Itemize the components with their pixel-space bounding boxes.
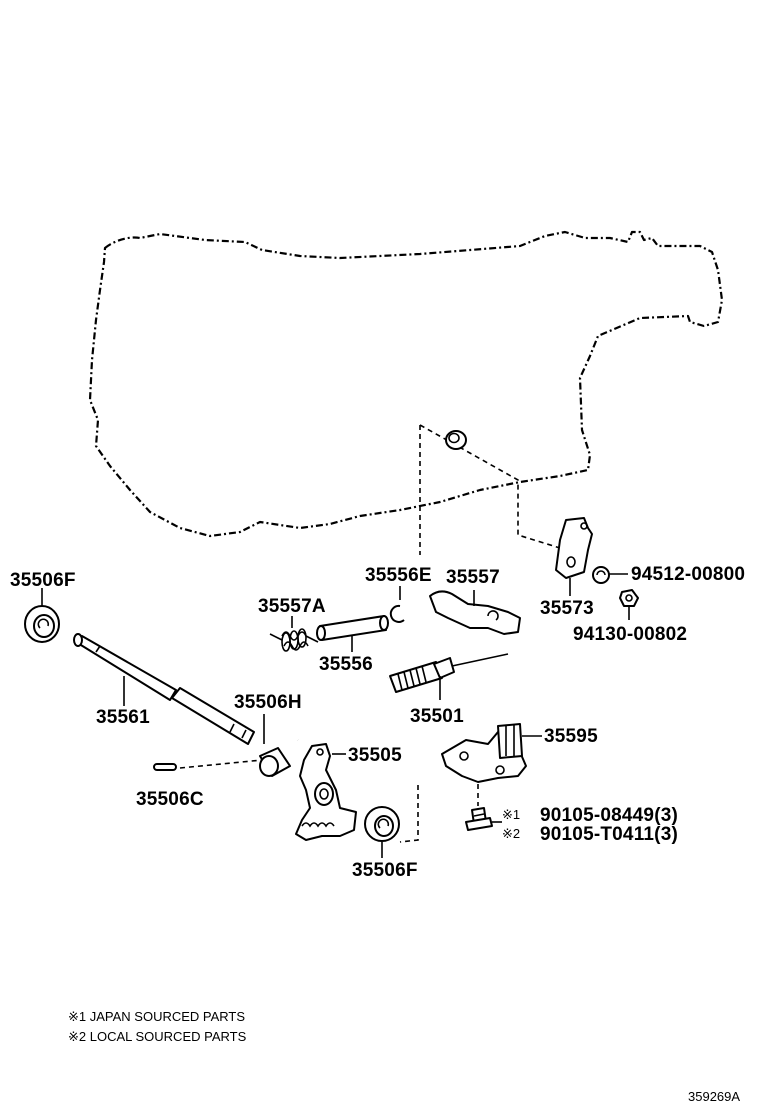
label-90105-1: 90105-08449(3) bbox=[540, 805, 678, 826]
label-35506H: 35506H bbox=[234, 692, 302, 713]
label-35595: 35595 bbox=[544, 726, 598, 747]
label-35557: 35557 bbox=[446, 567, 500, 588]
label-35557A: 35557A bbox=[258, 596, 326, 617]
label-94130: 94130-00802 bbox=[573, 624, 687, 645]
nut-94130 bbox=[619, 589, 639, 620]
transmission-housing-outline bbox=[88, 230, 724, 538]
label-90105-1-mark: ※1 bbox=[502, 807, 520, 822]
label-35505: 35505 bbox=[348, 745, 402, 766]
label-35506C: 35506C bbox=[136, 789, 204, 810]
dash-leader-right bbox=[419, 424, 561, 549]
key-35506C bbox=[153, 763, 177, 771]
cable-35501 bbox=[288, 653, 509, 741]
dash-leader-collar bbox=[179, 759, 263, 769]
note-japan-sourced: ※1 JAPAN SOURCED PARTS bbox=[68, 1009, 245, 1024]
housing-ring bbox=[445, 430, 467, 450]
seal-35506F-bottom bbox=[364, 806, 400, 858]
ering-35556E bbox=[389, 586, 405, 623]
spring-35557A bbox=[269, 616, 319, 652]
label-90105-2: 90105-T0411(3) bbox=[540, 824, 678, 845]
pin-35556 bbox=[316, 615, 389, 652]
bolt-90105 bbox=[465, 807, 502, 831]
label-35506F-top: 35506F bbox=[10, 570, 76, 591]
dash-leader-seal bbox=[399, 785, 419, 843]
clip-94512 bbox=[592, 566, 628, 584]
label-35561: 35561 bbox=[96, 707, 150, 728]
label-35506F-bottom: 35506F bbox=[352, 860, 418, 881]
figure-id: 359269A bbox=[688, 1089, 740, 1104]
bracket-35595 bbox=[441, 723, 542, 806]
label-90105-2-mark: ※2 bbox=[502, 826, 520, 841]
plate-35557 bbox=[429, 590, 521, 635]
collar-35506H bbox=[259, 714, 291, 777]
shaft-35561 bbox=[73, 633, 255, 745]
label-94512: 94512-00800 bbox=[631, 564, 745, 585]
bracket-35573 bbox=[555, 517, 593, 596]
seal-35506F-top bbox=[24, 588, 60, 643]
label-35573: 35573 bbox=[540, 598, 594, 619]
label-35556: 35556 bbox=[319, 654, 373, 675]
note-local-sourced: ※2 LOCAL SOURCED PARTS bbox=[68, 1029, 247, 1044]
lever-35505 bbox=[295, 743, 357, 841]
label-35501: 35501 bbox=[410, 706, 464, 727]
label-35556E: 35556E bbox=[365, 565, 432, 586]
